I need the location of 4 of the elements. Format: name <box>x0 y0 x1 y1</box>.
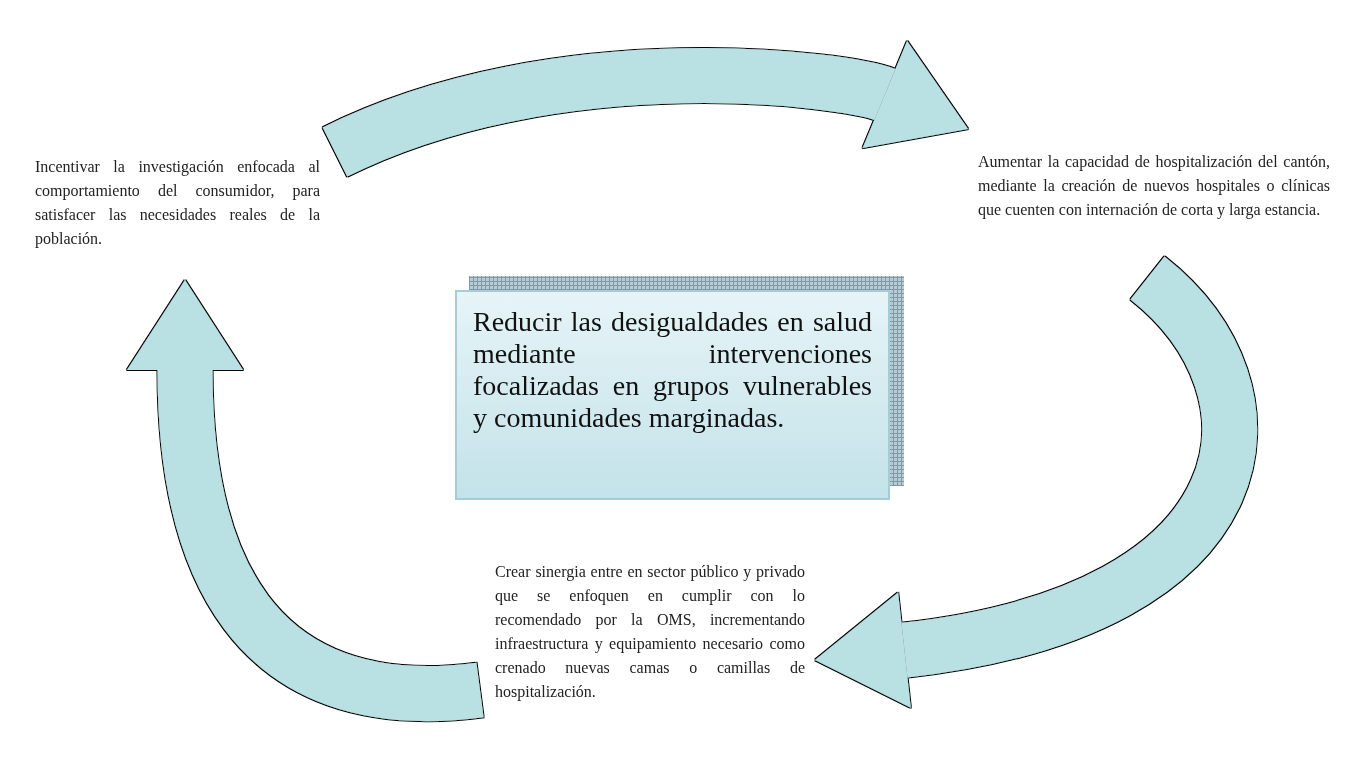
strategy-text: Incentivar la investigación enfocada al comportamiento del consumidor, para satisfacer las necesidades reales de la población. <box>35 150 335 280</box>
strategy-text: Crear sinergia entre en sector público y privado que se enfoquen en cumplir con lo recomendado por la OMS, incrementando infraestructura y equipamiento necesario como crenado nuevas camas o camillas de hospitalización. <box>480 555 815 715</box>
strategy-text: Aumentar la capacidad de hospitalización del cantón, mediante la creación de nuevos hospitales o clínicas que cuenten con internación de corta y larga estancia. <box>965 128 1330 278</box>
goal-box: Reducir las desigualdades en salud mediante intervenciones focalizadas en grupos vulnerables y comunidades marginadas. <box>455 290 890 500</box>
